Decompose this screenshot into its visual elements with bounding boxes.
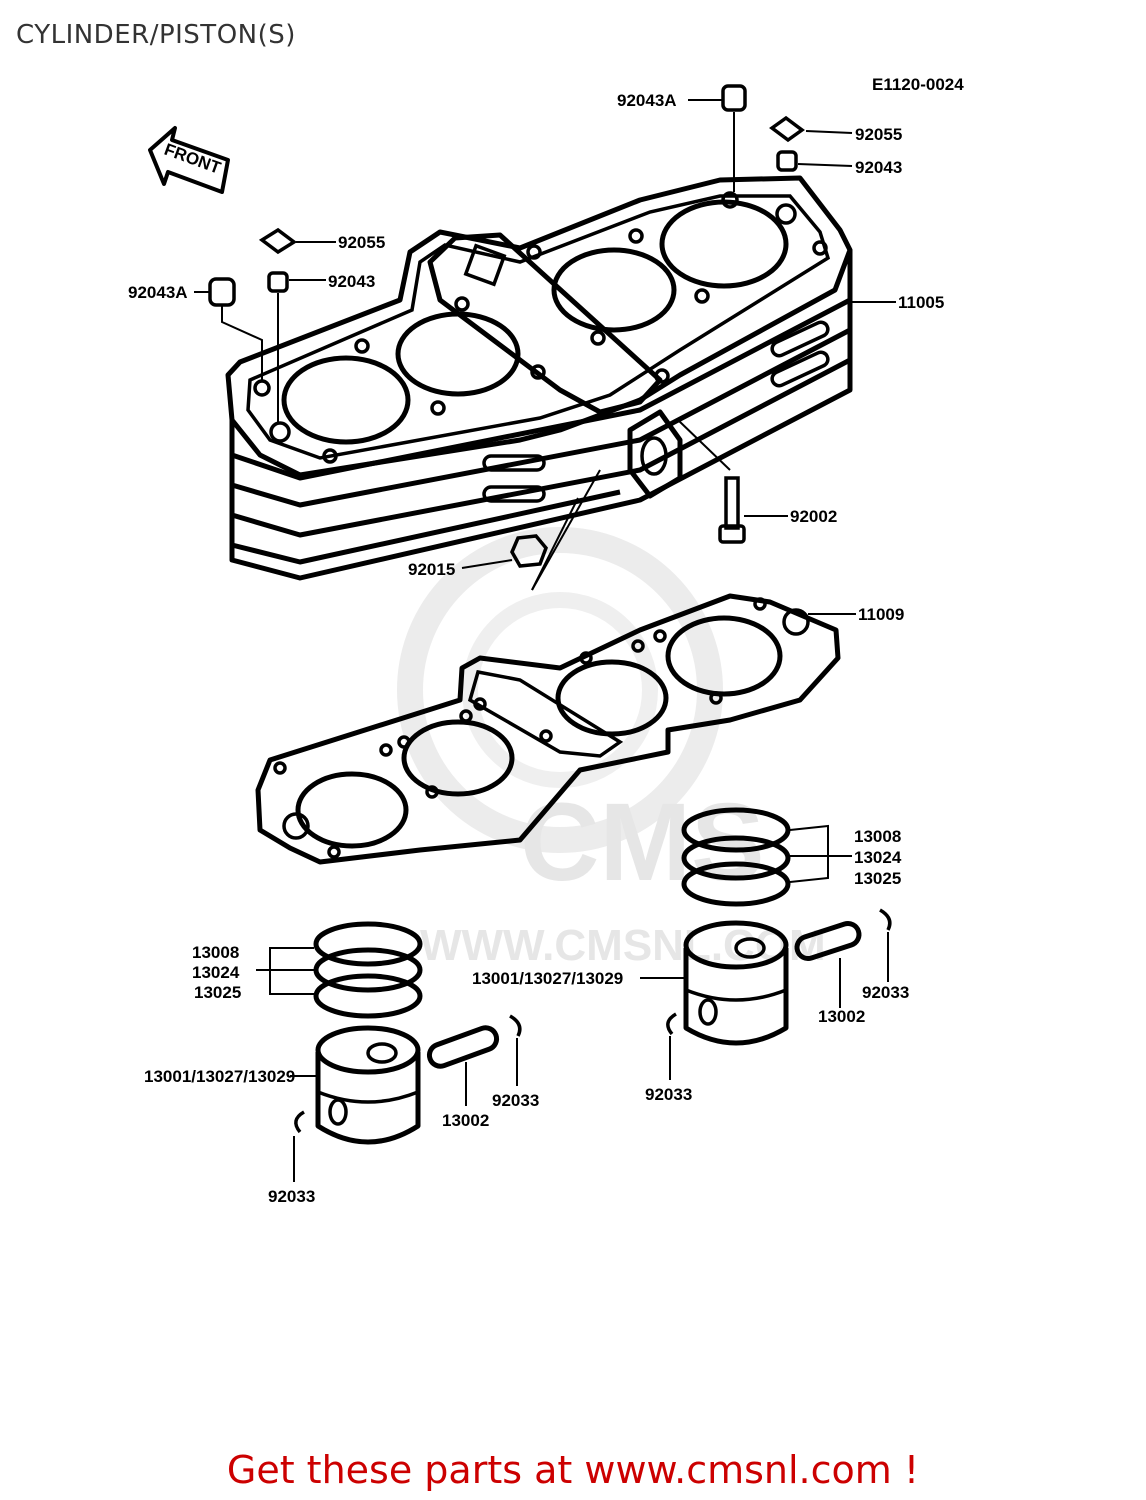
parts-diagram: CMS WWW.CMSNL.COM E1120-0024 FRONT — [128, 75, 964, 1206]
label-11009: 11009 — [858, 605, 904, 624]
label-13002-right: 13002 — [818, 1007, 865, 1026]
label-13008-left: 13008 — [192, 943, 239, 962]
label-13001-right: 13001/13027/13029 — [472, 969, 623, 988]
dowel-pin-left — [194, 277, 263, 380]
label-13025-right: 13025 — [854, 869, 901, 888]
o-ring-right — [769, 115, 853, 172]
label-92033-left-2: 92033 — [268, 1187, 315, 1206]
piston-pin-left — [426, 1025, 500, 1106]
label-13002-left: 13002 — [442, 1111, 489, 1130]
piston-right — [640, 920, 789, 1046]
circlip-left-1 — [509, 1014, 522, 1086]
cylinder-block — [225, 175, 853, 581]
watermark: CMS WWW.CMSNL.COM — [397, 527, 826, 970]
label-92033-right-2: 92033 — [645, 1085, 692, 1104]
label-13024-right: 13024 — [854, 848, 902, 867]
label-92055-right: 92055 — [855, 125, 902, 144]
circlip-left-2 — [293, 1110, 305, 1182]
piston-pin-right — [794, 921, 862, 1008]
label-13001-left: 13001/13027/13029 — [144, 1067, 295, 1086]
footer-link-text[interactable]: Get these parts at www.cmsnl.com ! — [226, 1448, 920, 1492]
label-92033-right-1: 92033 — [862, 983, 909, 1002]
label-92055-left: 92055 — [338, 233, 385, 252]
diagram-code: E1120-0024 — [872, 75, 964, 94]
dowel-pin-top — [688, 84, 747, 192]
label-92043A-left: 92043A — [128, 283, 188, 302]
cylinder-gasket — [255, 593, 856, 865]
label-13024-left: 13024 — [192, 963, 240, 982]
label-13008-right: 13008 — [854, 827, 901, 846]
label-92043-left: 92043 — [328, 272, 375, 291]
piston-rings-left — [256, 921, 423, 1019]
circlip-right-2 — [666, 1012, 677, 1080]
piston-rings-right — [681, 807, 852, 907]
front-arrow-icon: FRONT — [148, 126, 230, 194]
watermark-text: WWW.CMSNL.COM — [420, 921, 826, 970]
label-92043A-top: 92043A — [617, 91, 677, 110]
o-ring-left — [258, 227, 336, 424]
label-13025-left: 13025 — [194, 983, 241, 1002]
label-92002: 92002 — [790, 507, 837, 526]
piston-left — [290, 1025, 421, 1145]
bolt-92002 — [677, 419, 788, 544]
watermark-logo: CMS — [520, 781, 764, 904]
circlip-right-1 — [879, 908, 892, 982]
nut-92015 — [461, 469, 601, 591]
label-92015: 92015 — [408, 560, 455, 579]
label-11005: 11005 — [898, 293, 944, 312]
page-title: CYLINDER/PISTON(S) — [16, 20, 296, 50]
label-92033-left-1: 92033 — [492, 1091, 539, 1110]
label-92043-right: 92043 — [855, 158, 902, 177]
